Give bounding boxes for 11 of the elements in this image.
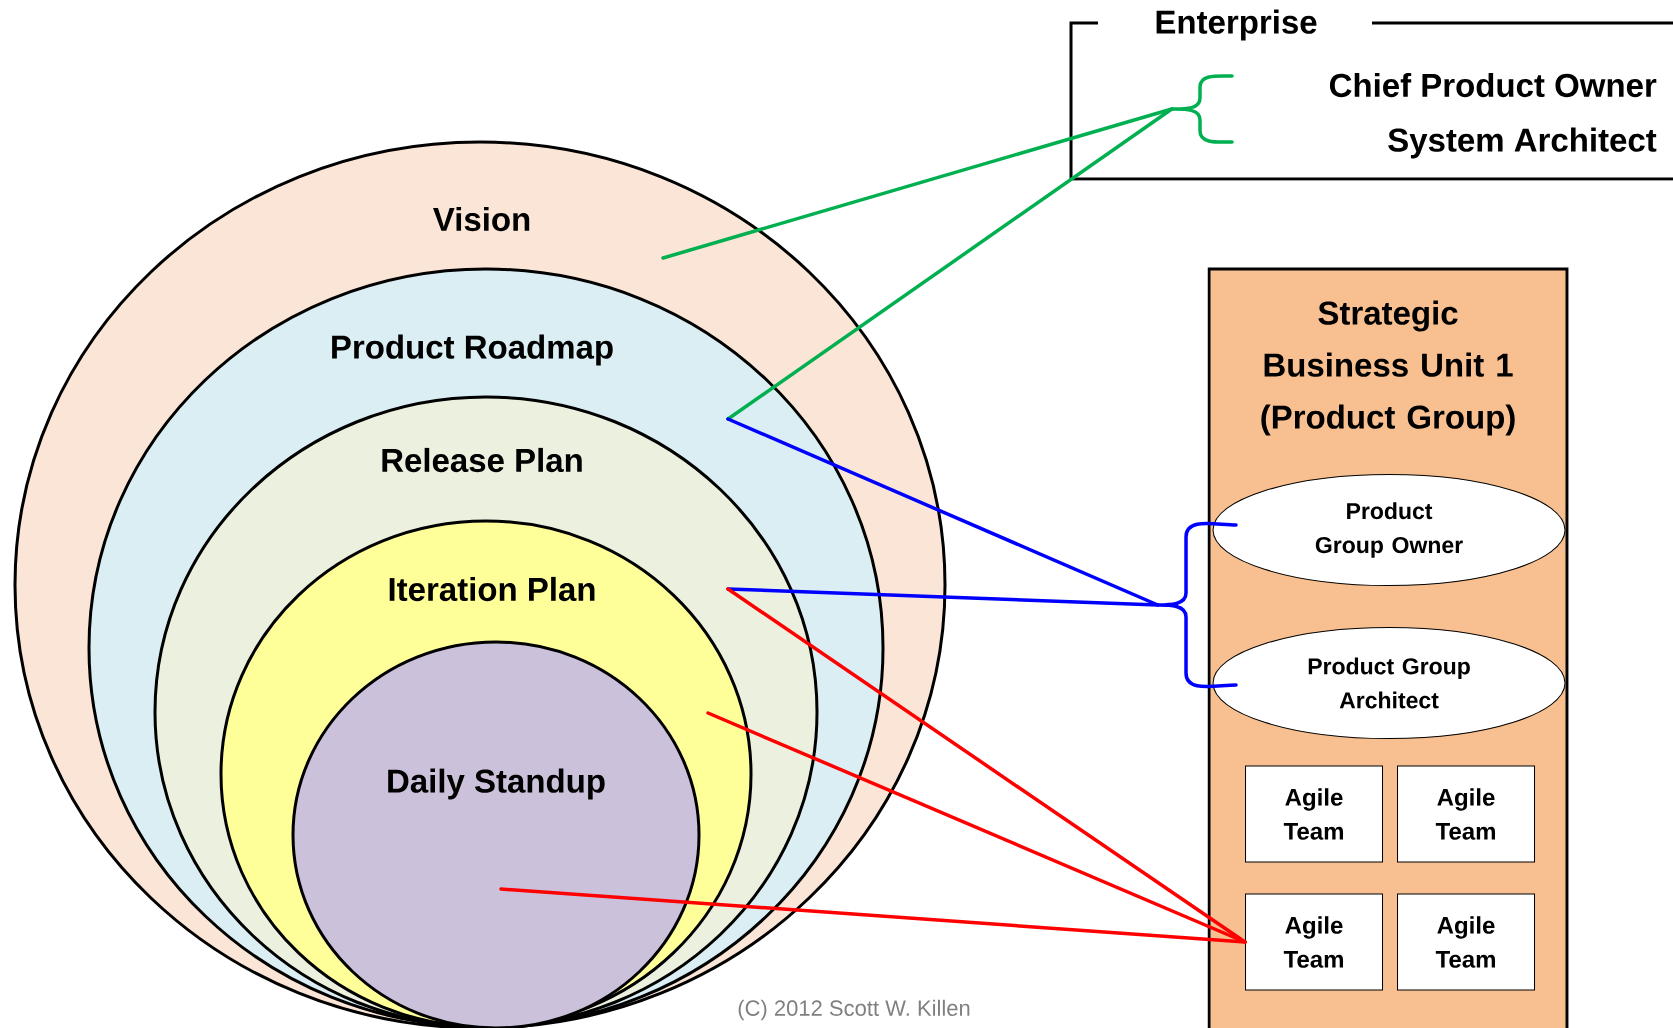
curly-brace — [1170, 74, 1234, 144]
team-box: Agile Team — [1245, 893, 1383, 991]
role-label: Chief Product Owner — [1329, 72, 1657, 98]
curly-brace — [1156, 521, 1238, 689]
connector — [726, 587, 1160, 607]
team-box: Agile Team — [1397, 765, 1535, 863]
team-box: Agile Team — [1397, 893, 1535, 991]
team-box: Agile Team — [1245, 765, 1383, 863]
role-label: System Architect — [1388, 127, 1657, 159]
connector — [726, 107, 1174, 421]
connector — [726, 417, 1160, 607]
